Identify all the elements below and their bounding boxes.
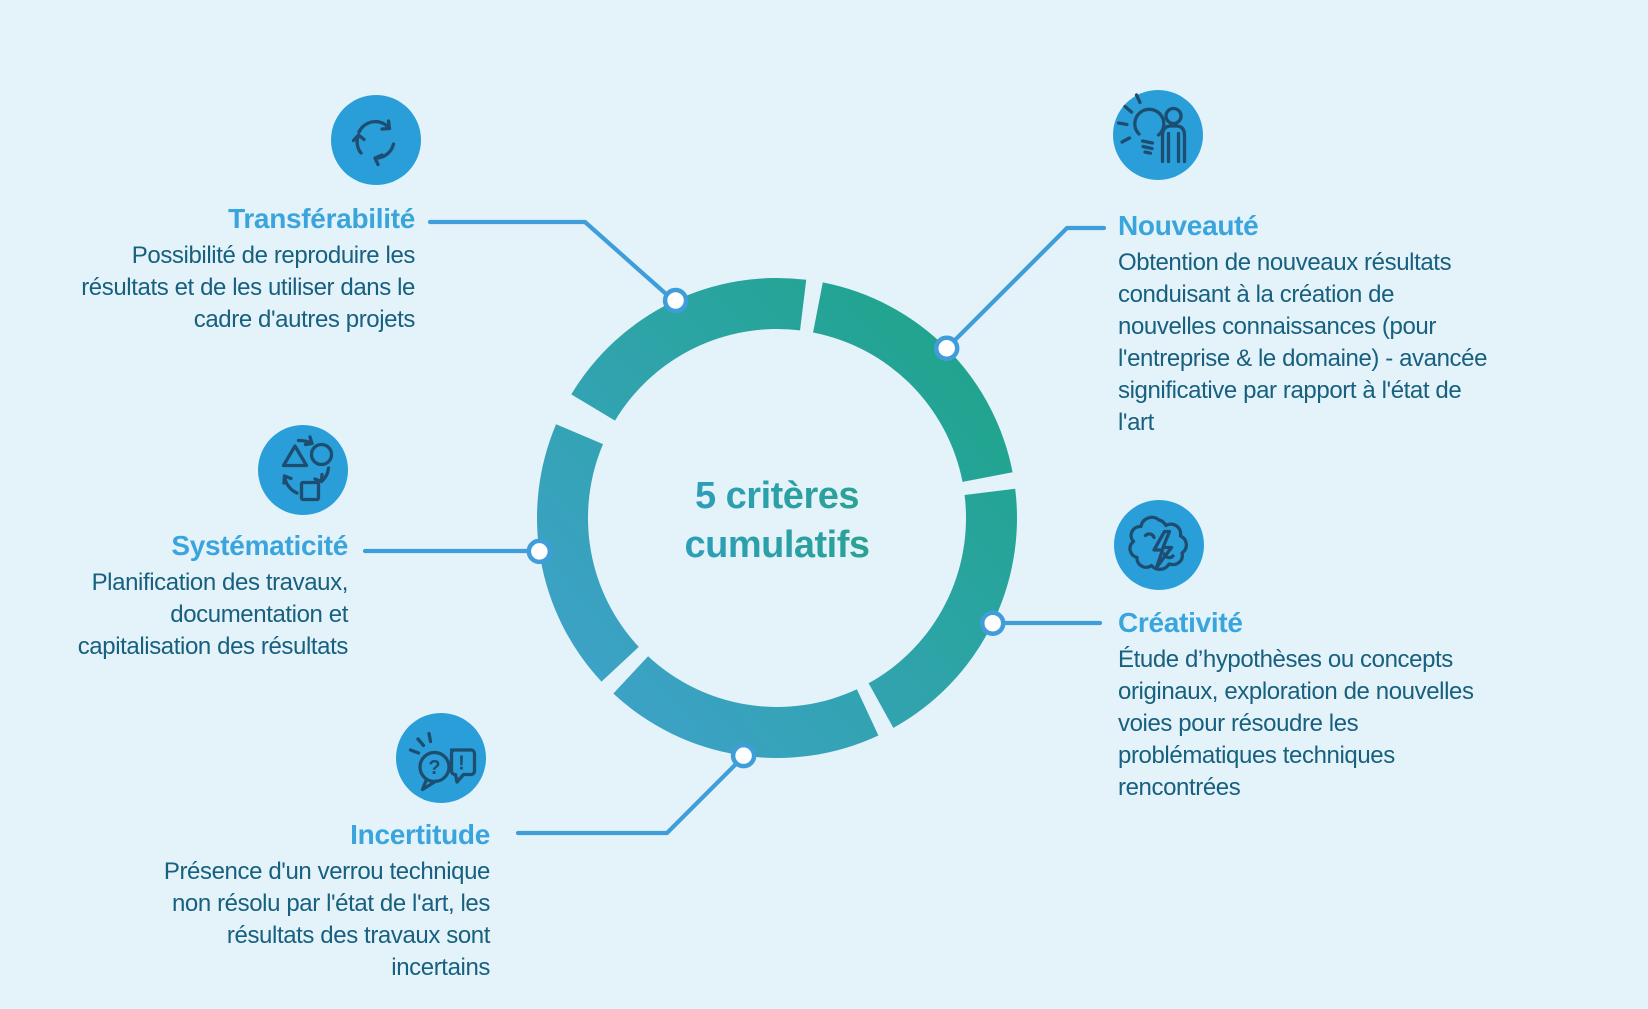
connector-line-incertitude: [515, 753, 747, 836]
criterion-description: Possibilité de reproduire les résultats …: [81, 242, 415, 333]
center-label: 5 critères cumulatifs: [577, 472, 977, 570]
criterion-description: Présence d'un verrou technique non résol…: [163, 858, 491, 981]
brain-bolt-icon: [1113, 499, 1205, 591]
criterion-transferabilite: Transférabilité Possibilité de reproduir…: [81, 202, 415, 336]
connector-dot-systematicite: [526, 538, 553, 565]
criterion-description: Planification des travaux, documentation…: [77, 569, 349, 660]
connector-line-transferabilite: [427, 219, 677, 304]
svg-text:!: !: [458, 753, 465, 775]
ring-segment-systematicite: [537, 424, 639, 682]
ring-segment-creativite: [868, 488, 1018, 728]
cycle-arrows-icon: [330, 94, 422, 186]
criterion-title: Nouveauté: [1118, 210, 1259, 241]
ring-segment-nouveaute: [813, 282, 1013, 482]
criterion-systematicite: Systématicité Planification des travaux,…: [77, 529, 349, 663]
criterion-title: Créativité: [1118, 607, 1243, 638]
ring-segment-transferabilite: [571, 277, 807, 421]
criterion-title: Transférabilité: [228, 203, 415, 234]
svg-text:?: ?: [428, 757, 440, 779]
connector-dot-creativite: [979, 610, 1006, 636]
criterion-description: Obtention de nouveaux résultats conduisa…: [1118, 249, 1488, 436]
idea-person-icon: [1112, 89, 1204, 181]
criterion-title: Systématicité: [171, 530, 348, 561]
connector-dot-transferabilite: [662, 287, 689, 314]
connector-dot-incertitude: [730, 742, 757, 769]
criterion-title: Incertitude: [350, 819, 490, 850]
criterion-nouveaute: Nouveauté Obtention de nouveaux résultat…: [1118, 209, 1487, 439]
criterion-incertitude: Incertitude Présence d'un verrou techniq…: [163, 818, 491, 984]
criterion-creativite: Créativité Étude d’hypothèses ou concept…: [1118, 606, 1474, 804]
connector-dot-nouveaute: [933, 335, 960, 362]
criterion-description: Étude d’hypothèses ou concepts originaux…: [1118, 646, 1474, 801]
connector-line-nouveaute: [944, 225, 1107, 351]
question-exclamation-bubbles-icon: ? !: [395, 712, 487, 804]
ring-segment-incertitude: [613, 656, 879, 758]
shapes-cycle-icon: [257, 424, 349, 516]
